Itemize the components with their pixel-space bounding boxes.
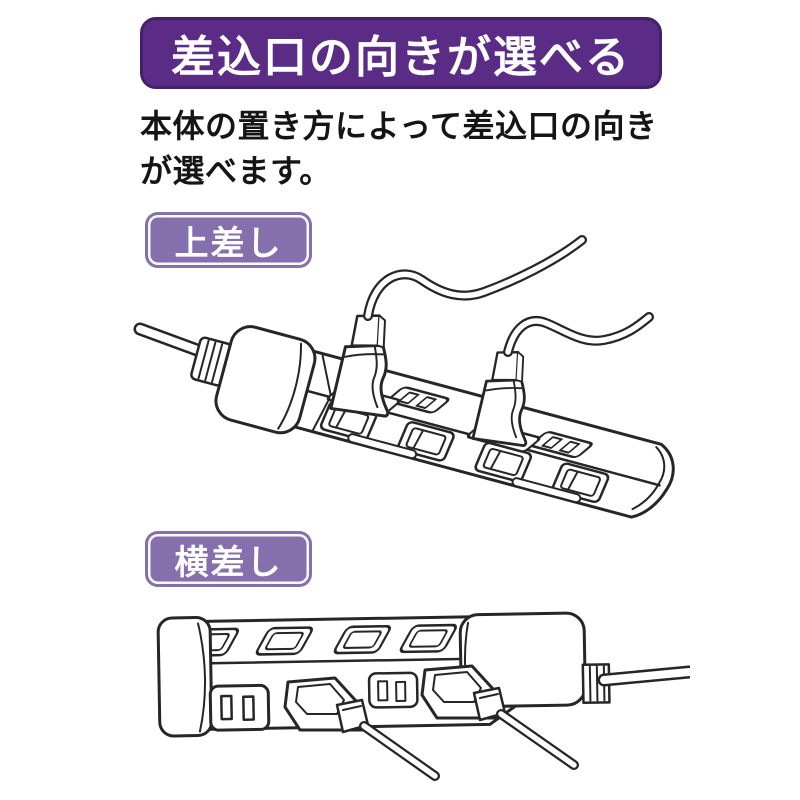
- plug-cord-2: [503, 312, 654, 357]
- description-line-2: が選べます。: [140, 153, 332, 190]
- side-insert-illustration: [156, 611, 690, 781]
- plug-cord-3: [359, 721, 440, 781]
- plug-cord-4: [496, 709, 579, 770]
- section-label-top-insert: 上差し: [145, 212, 312, 268]
- section-label-side-insert: 横差し: [145, 531, 312, 587]
- header-banner: 差込口の向きが選べる: [140, 17, 662, 89]
- main-power-cord-right: [597, 665, 690, 687]
- top-insert-illustration: [133, 235, 675, 519]
- plug-cord-1: [363, 235, 587, 321]
- power-strip-body-side-view: [156, 611, 611, 738]
- description-line-1: 本体の置き方によって差込口の向き: [140, 108, 658, 144]
- section-label-side-insert-text: 横差し: [174, 543, 283, 582]
- description-text: 本体の置き方によって差込口の向き が選べます。: [140, 104, 700, 195]
- power-strip-body-top-view: [190, 325, 675, 519]
- section-label-top-insert-text: 上差し: [174, 224, 283, 263]
- top-illustration-group: [133, 235, 675, 519]
- page-title: 差込口の向きが選べる: [171, 33, 631, 82]
- side-illustration-group: [156, 611, 690, 781]
